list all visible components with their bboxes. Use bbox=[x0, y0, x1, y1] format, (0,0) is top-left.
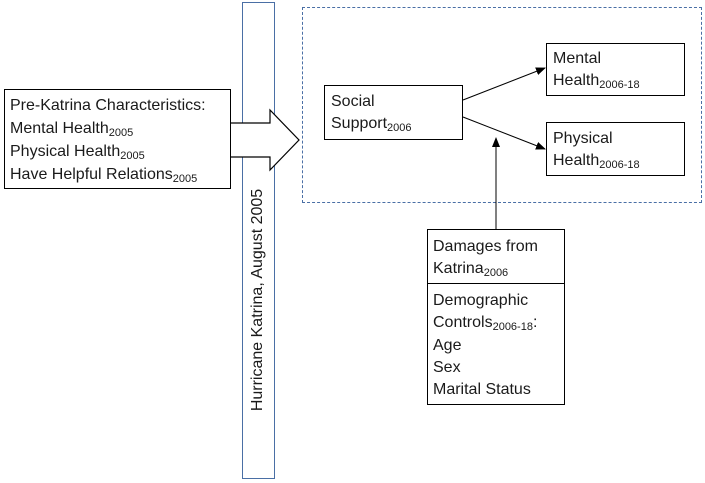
demographics-line2: Controls2006-18: bbox=[433, 314, 538, 333]
pre-katrina-item-physical: Physical Health2005 bbox=[10, 143, 145, 162]
social-support-line1: Social bbox=[331, 93, 375, 110]
mental-health-line2: Health2006-18 bbox=[553, 72, 640, 91]
damages-divider bbox=[427, 283, 565, 284]
pre-katrina-box bbox=[4, 89, 231, 189]
arrow-social-to-mental bbox=[462, 67, 546, 101]
demographics-line1: Demographic bbox=[433, 292, 529, 309]
demographics-item-sex: Sex bbox=[433, 359, 461, 376]
social-support-box bbox=[324, 85, 463, 140]
damages-controls-box bbox=[427, 229, 565, 405]
mental-health-box bbox=[546, 43, 685, 96]
block-arrow bbox=[229, 108, 300, 172]
physical-health-line2: Health2006-18 bbox=[553, 152, 640, 171]
hurricane-katrina-bar bbox=[242, 2, 275, 479]
arrow-social-to-physical bbox=[462, 116, 546, 150]
damages-line2: Katrina2006 bbox=[433, 260, 509, 279]
physical-health-line1: Physical bbox=[553, 130, 613, 147]
mental-health-line1: Mental bbox=[553, 50, 602, 67]
outcome-model-frame bbox=[302, 7, 702, 203]
damages-line1: Damages from bbox=[433, 238, 538, 255]
pre-katrina-item-relations: Have Helpful Relations2005 bbox=[10, 166, 198, 185]
physical-health-box bbox=[546, 122, 685, 176]
demographics-item-age: Age bbox=[433, 337, 462, 354]
demographics-item-marital: Marital Status bbox=[433, 381, 531, 398]
social-support-line2: Support2006 bbox=[331, 115, 412, 134]
pre-katrina-heading: Pre-Katrina Characteristics: bbox=[10, 97, 206, 114]
pre-katrina-item-mental: Mental Health2005 bbox=[10, 120, 134, 139]
